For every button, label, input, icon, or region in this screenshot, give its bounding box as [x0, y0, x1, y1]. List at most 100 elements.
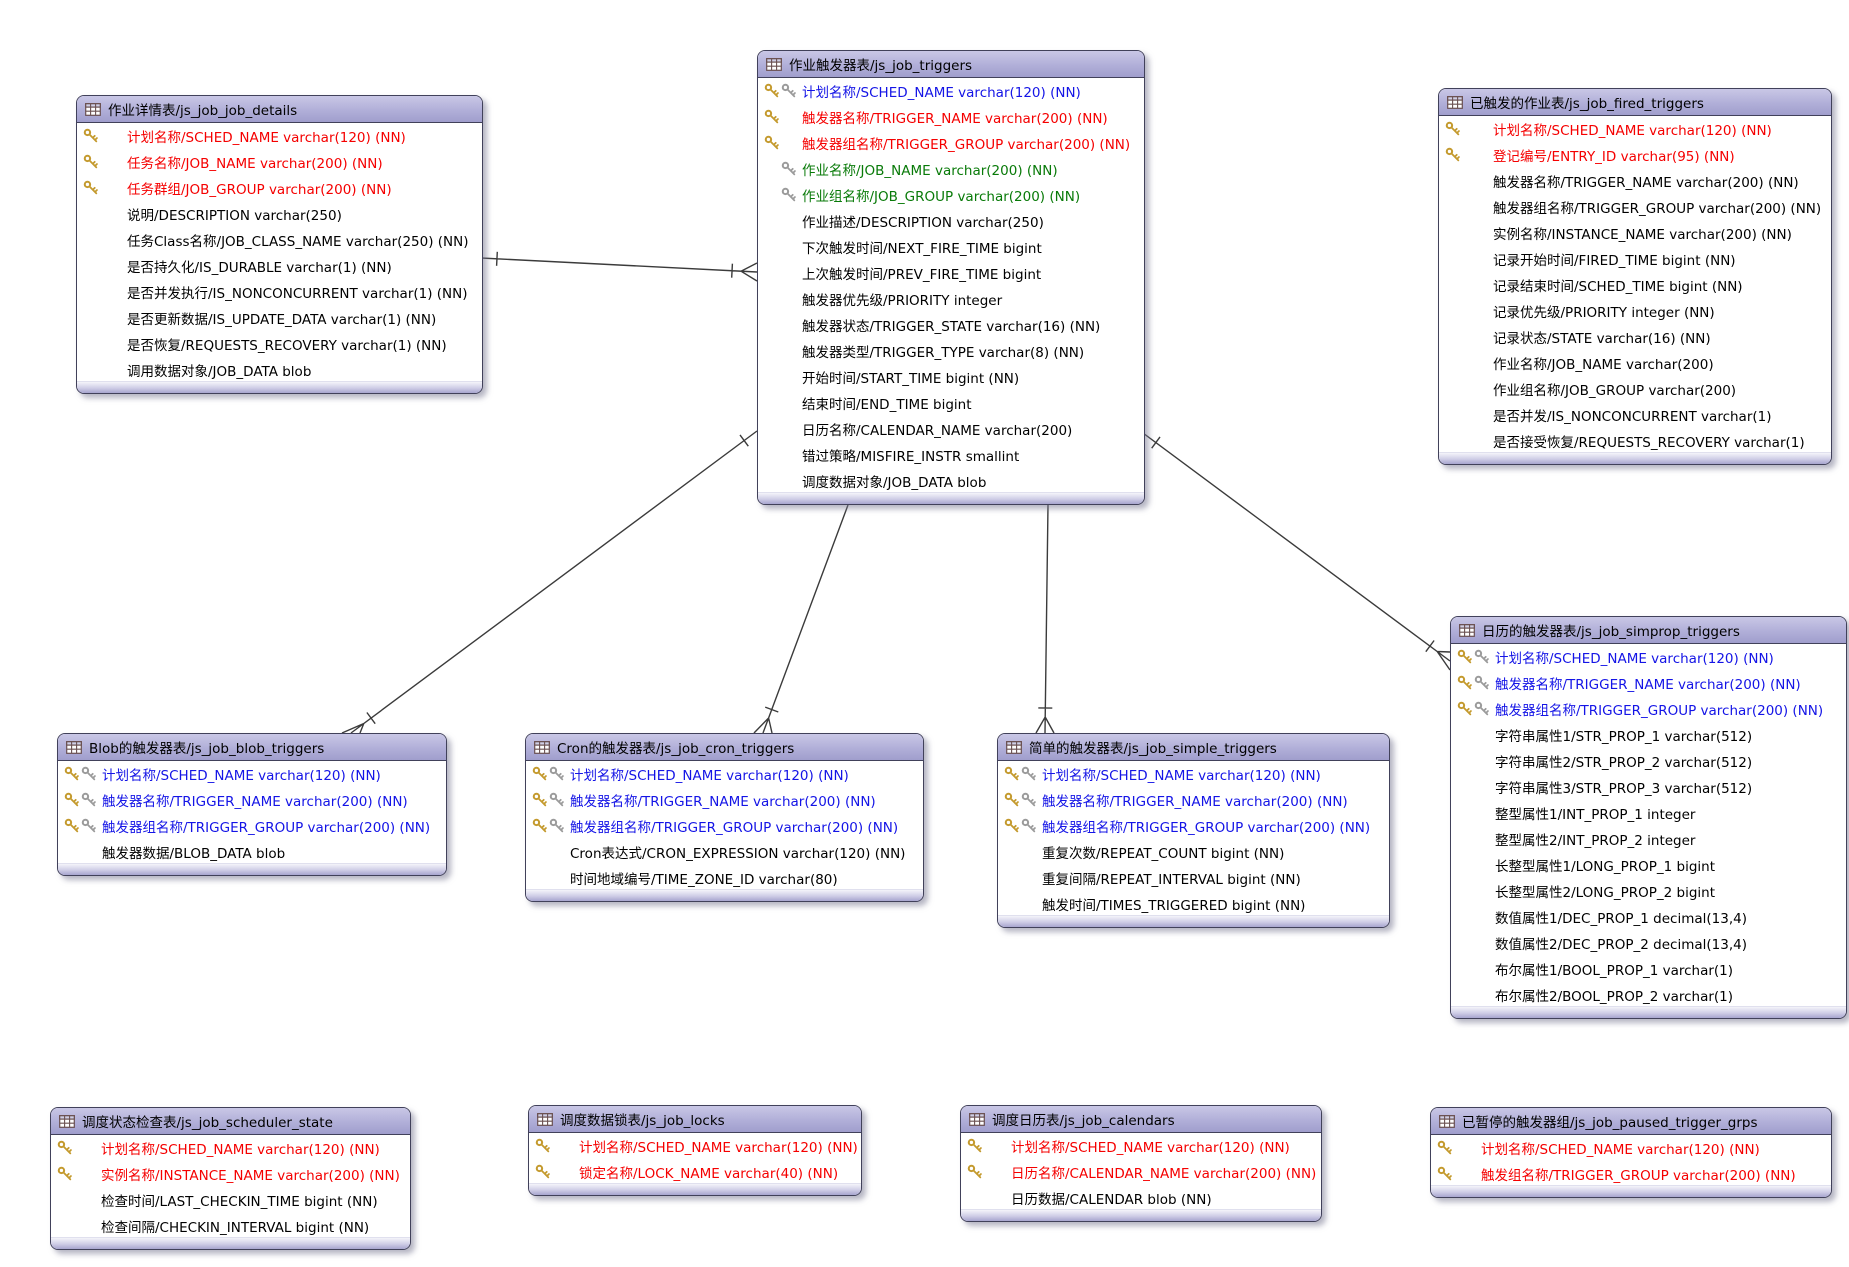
field-row[interactable]: 触发器名称/TRIGGER_NAME varchar(200) (NN) [1439, 168, 1831, 194]
field-row[interactable]: 触发时间/TIMES_TRIGGERED bigint (NN) [998, 891, 1389, 917]
entity-table-js_job_cron_triggers[interactable]: Cron的触发器表/js_job_cron_triggers 计划名称/SCHE… [525, 733, 924, 902]
field-row[interactable]: 是否恢复/REQUESTS_RECOVERY varchar(1) (NN) [77, 331, 482, 357]
field-row[interactable]: Cron表达式/CRON_EXPRESSION varchar(120) (NN… [526, 839, 923, 865]
entity-table-js_job_calendars[interactable]: 调度日历表/js_job_calendars 计划名称/SCHED_NAME v… [960, 1105, 1322, 1222]
field-row[interactable]: 计划名称/SCHED_NAME varchar(120) (NN) [529, 1133, 861, 1159]
field-row[interactable]: 检查间隔/CHECKIN_INTERVAL bigint (NN) [51, 1213, 410, 1239]
entity-table-js_job_simprop_triggers[interactable]: 日历的触发器表/js_job_simprop_triggers 计划名称/SCH… [1450, 616, 1847, 1019]
entity-table-js_job_locks[interactable]: 调度数据锁表/js_job_locks 计划名称/SCHED_NAME varc… [528, 1105, 862, 1196]
field-row[interactable]: 触发器名称/TRIGGER_NAME varchar(200) (NN) [1451, 670, 1846, 696]
field-row[interactable]: 计划名称/SCHED_NAME varchar(120) (NN) [1439, 116, 1831, 142]
field-row[interactable]: 字符串属性2/STR_PROP_2 varchar(512) [1451, 748, 1846, 774]
field-row[interactable]: 调度数据对象/JOB_DATA blob [758, 468, 1144, 494]
field-row[interactable]: 触发器名称/TRIGGER_NAME varchar(200) (NN) [526, 787, 923, 813]
field-row[interactable]: 时间地域编号/TIME_ZONE_ID varchar(80) [526, 865, 923, 891]
field-row[interactable]: 计划名称/SCHED_NAME varchar(120) (NN) [77, 123, 482, 149]
entity-table-js_job_fired_triggers[interactable]: 已触发的作业表/js_job_fired_triggers 计划名称/SCHED… [1438, 88, 1832, 465]
field-row[interactable]: 布尔属性2/BOOL_PROP_2 varchar(1) [1451, 982, 1846, 1008]
field-row[interactable]: 记录开始时间/FIRED_TIME bigint (NN) [1439, 246, 1831, 272]
field-row[interactable]: 计划名称/SCHED_NAME varchar(120) (NN) [758, 78, 1144, 104]
field-row[interactable]: 作业组名称/JOB_GROUP varchar(200) [1439, 376, 1831, 402]
field-row[interactable]: 实例名称/INSTANCE_NAME varchar(200) (NN) [1439, 220, 1831, 246]
field-row[interactable]: 字符串属性1/STR_PROP_1 varchar(512) [1451, 722, 1846, 748]
field-row[interactable]: 登记编号/ENTRY_ID varchar(95) (NN) [1439, 142, 1831, 168]
field-row[interactable]: 长整型属性1/LONG_PROP_1 bigint [1451, 852, 1846, 878]
field-row[interactable]: 计划名称/SCHED_NAME varchar(120) (NN) [51, 1135, 410, 1161]
field-row[interactable]: 结束时间/END_TIME bigint [758, 390, 1144, 416]
field-row[interactable]: 是否更新数据/IS_UPDATE_DATA varchar(1) (NN) [77, 305, 482, 331]
field-row[interactable]: 实例名称/INSTANCE_NAME varchar(200) (NN) [51, 1161, 410, 1187]
field-row[interactable]: 布尔属性1/BOOL_PROP_1 varchar(1) [1451, 956, 1846, 982]
field-row[interactable]: 触发器数据/BLOB_DATA blob [58, 839, 446, 865]
field-row[interactable]: 字符串属性3/STR_PROP_3 varchar(512) [1451, 774, 1846, 800]
entity-table-js_job_simple_triggers[interactable]: 简单的触发器表/js_job_simple_triggers 计划名称/SCHE… [997, 733, 1390, 928]
field-row[interactable]: 是否接受恢复/REQUESTS_RECOVERY varchar(1) [1439, 428, 1831, 454]
primary-key-icon [1004, 766, 1019, 781]
field-row[interactable]: 记录结束时间/SCHED_TIME bigint (NN) [1439, 272, 1831, 298]
field-row[interactable]: 整型属性2/INT_PROP_2 integer [1451, 826, 1846, 852]
field-row[interactable]: 触发器状态/TRIGGER_STATE varchar(16) (NN) [758, 312, 1144, 338]
field-row[interactable]: 任务群组/JOB_GROUP varchar(200) (NN) [77, 175, 482, 201]
field-row[interactable]: 作业组名称/JOB_GROUP varchar(200) (NN) [758, 182, 1144, 208]
relationship-connector-triggers-to-simple_triggers[interactable] [1035, 504, 1055, 734]
field-row[interactable]: 调用数据对象/JOB_DATA blob [77, 357, 482, 383]
entity-table-js_job_scheduler_state[interactable]: 调度状态检查表/js_job_scheduler_state 计划名称/SCHE… [50, 1107, 411, 1250]
field-row[interactable]: 计划名称/SCHED_NAME varchar(120) (NN) [961, 1133, 1321, 1159]
field-row[interactable]: 计划名称/SCHED_NAME varchar(120) (NN) [1451, 644, 1846, 670]
field-row[interactable]: 作业描述/DESCRIPTION varchar(250) [758, 208, 1144, 234]
field-row[interactable]: 检查时间/LAST_CHECKIN_TIME bigint (NN) [51, 1187, 410, 1213]
foreign-key-icon [81, 792, 96, 807]
field-row[interactable]: 重复间隔/REPEAT_INTERVAL bigint (NN) [998, 865, 1389, 891]
field-row[interactable]: 触发器名称/TRIGGER_NAME varchar(200) (NN) [998, 787, 1389, 813]
relationship-connector-job_details-to-triggers[interactable] [480, 251, 758, 282]
field-row[interactable]: 触发器组名称/TRIGGER_GROUP varchar(200) (NN) [1451, 696, 1846, 722]
field-row[interactable]: 作业名称/JOB_NAME varchar(200) (NN) [758, 156, 1144, 182]
field-row[interactable]: 触发器名称/TRIGGER_NAME varchar(200) (NN) [758, 104, 1144, 130]
field-row[interactable]: 触发器组名称/TRIGGER_GROUP varchar(200) (NN) [758, 130, 1144, 156]
field-row[interactable]: 错过策略/MISFIRE_INSTR smallint [758, 442, 1144, 468]
field-row[interactable]: 触发器优先级/PRIORITY integer [758, 286, 1144, 312]
field-row[interactable]: 计划名称/SCHED_NAME varchar(120) (NN) [998, 761, 1389, 787]
field-row[interactable]: 锁定名称/LOCK_NAME varchar(40) (NN) [529, 1159, 861, 1185]
field-row[interactable]: 触发器组名称/TRIGGER_GROUP varchar(200) (NN) [998, 813, 1389, 839]
table-grid-icon [66, 740, 82, 754]
field-row[interactable]: 日历数据/CALENDAR blob (NN) [961, 1185, 1321, 1211]
entity-table-js_job_blob_triggers[interactable]: Blob的触发器表/js_job_blob_triggers 计划名称/SCHE… [57, 733, 447, 876]
field-row[interactable]: 长整型属性2/LONG_PROP_2 bigint [1451, 878, 1846, 904]
field-row[interactable]: 上次触发时间/PREV_FIRE_TIME bigint [758, 260, 1144, 286]
field-row[interactable]: 触发组名称/TRIGGER_GROUP varchar(200) (NN) [1431, 1161, 1831, 1187]
field-row[interactable]: 记录优先级/PRIORITY integer (NN) [1439, 298, 1831, 324]
relationship-connector-triggers-to-blob_triggers[interactable] [341, 430, 758, 734]
field-row[interactable]: 触发器组名称/TRIGGER_GROUP varchar(200) (NN) [1439, 194, 1831, 220]
field-row[interactable]: 是否并发执行/IS_NONCONCURRENT varchar(1) (NN) [77, 279, 482, 305]
field-row[interactable]: 是否持久化/IS_DURABLE varchar(1) (NN) [77, 253, 482, 279]
entity-table-js_job_job_details[interactable]: 作业详情表/js_job_job_details 计划名称/SCHED_NAME… [76, 95, 483, 394]
field-row[interactable]: 记录状态/STATE varchar(16) (NN) [1439, 324, 1831, 350]
relationship-connector-triggers-to-cron_triggers[interactable] [753, 504, 849, 734]
field-row[interactable]: 整型属性1/INT_PROP_1 integer [1451, 800, 1846, 826]
field-label: 数值属性2/DEC_PROP_2 decimal(13,4) [1495, 937, 1747, 953]
field-row[interactable]: 触发器名称/TRIGGER_NAME varchar(200) (NN) [58, 787, 446, 813]
field-row[interactable]: 触发器类型/TRIGGER_TYPE varchar(8) (NN) [758, 338, 1144, 364]
field-row[interactable]: 触发器组名称/TRIGGER_GROUP varchar(200) (NN) [58, 813, 446, 839]
field-row[interactable]: 日历名称/CALENDAR_NAME varchar(200) (NN) [961, 1159, 1321, 1185]
field-row[interactable]: 计划名称/SCHED_NAME varchar(120) (NN) [526, 761, 923, 787]
field-label: 触发器组名称/TRIGGER_GROUP varchar(200) (NN) [802, 137, 1131, 153]
field-row[interactable]: 作业名称/JOB_NAME varchar(200) [1439, 350, 1831, 376]
field-row[interactable]: 触发器组名称/TRIGGER_GROUP varchar(200) (NN) [526, 813, 923, 839]
field-row[interactable]: 数值属性1/DEC_PROP_1 decimal(13,4) [1451, 904, 1846, 930]
entity-table-js_job_triggers[interactable]: 作业触发器表/js_job_triggers 计划名称/SCHED_NAME v… [757, 50, 1145, 505]
field-row[interactable]: 任务名称/JOB_NAME varchar(200) (NN) [77, 149, 482, 175]
field-row[interactable]: 下次触发时间/NEXT_FIRE_TIME bigint [758, 234, 1144, 260]
field-row[interactable]: 说明/DESCRIPTION varchar(250) [77, 201, 482, 227]
field-row[interactable]: 计划名称/SCHED_NAME varchar(120) (NN) [1431, 1135, 1831, 1161]
field-row[interactable]: 日历名称/CALENDAR_NAME varchar(200) [758, 416, 1144, 442]
relationship-connector-triggers-to-simprop_triggers[interactable] [1142, 432, 1451, 671]
field-row[interactable]: 任务Class名称/JOB_CLASS_NAME varchar(250) (N… [77, 227, 482, 253]
field-row[interactable]: 计划名称/SCHED_NAME varchar(120) (NN) [58, 761, 446, 787]
field-row[interactable]: 数值属性2/DEC_PROP_2 decimal(13,4) [1451, 930, 1846, 956]
field-row[interactable]: 是否并发/IS_NONCONCURRENT varchar(1) [1439, 402, 1831, 428]
field-row[interactable]: 重复次数/REPEAT_COUNT bigint (NN) [998, 839, 1389, 865]
entity-table-js_job_paused_trigger_grps[interactable]: 已暂停的触发器组/js_job_paused_trigger_grps 计划名称… [1430, 1107, 1832, 1198]
field-row[interactable]: 开始时间/START_TIME bigint (NN) [758, 364, 1144, 390]
